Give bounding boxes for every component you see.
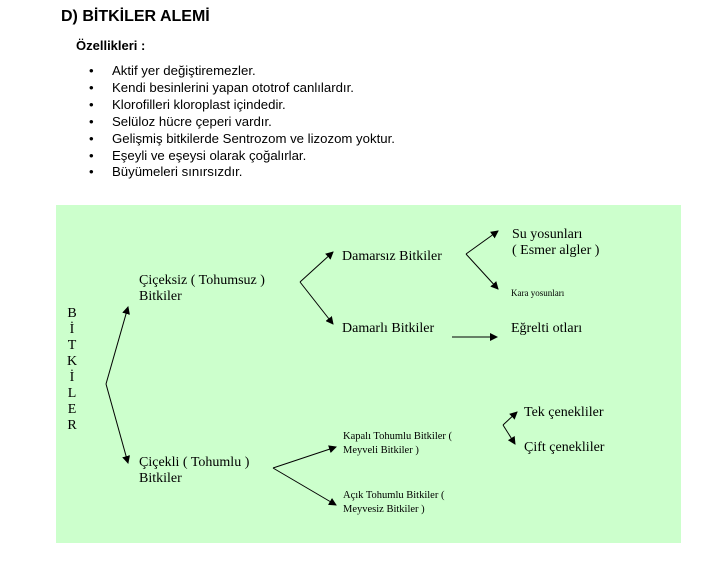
list-item: Klorofilleri kloroplast içindedir. xyxy=(87,97,395,114)
node-ciceksiz: Çiçeksiz ( Tohumsuz ) Bitkiler xyxy=(139,273,265,304)
arrow-root-cicekli xyxy=(105,383,130,464)
list-item: Gelişmiş bitkilerde Sentrozom ve lizozom… xyxy=(87,131,395,148)
list-item: Selüloz hücre çeperi vardır. xyxy=(87,114,395,131)
section-subtitle: Özellikleri : xyxy=(76,38,146,53)
node-su-yosunlari: Su yosunları ( Esmer algler ) xyxy=(512,227,600,258)
root-label-bitkiler: B İ T K İ L E R xyxy=(66,306,78,433)
classification-diagram: B İ T K İ L E R Çiçeksiz ( Tohumsuz ) Bi… xyxy=(56,205,681,543)
node-damarsiz: Damarsız Bitkiler xyxy=(342,249,442,264)
arrow-cicekli-acik xyxy=(272,467,337,506)
arrow-ciceksiz-damarli xyxy=(299,281,334,325)
arrow-kapali-cift xyxy=(502,424,516,445)
arrow-ciceksiz-damarsiz xyxy=(299,251,334,283)
node-tek-cenekliler: Tek çenekliler xyxy=(524,405,604,420)
node-cicekli: Çiçekli ( Tohumlu ) Bitkiler xyxy=(139,455,250,486)
node-cift-cenekliler: Çift çenekliler xyxy=(524,440,605,455)
list-item: Kendi besinlerini yapan ototrof canlılar… xyxy=(87,80,395,97)
list-item: Aktif yer değiştiremezler. xyxy=(87,63,395,80)
node-egrelti: Eğrelti otları xyxy=(511,321,583,336)
node-kapali-tohumlu: Kapalı Tohumlu Bitkiler ( Meyveli Bitkil… xyxy=(343,431,453,456)
arrow-damarsiz-kara xyxy=(465,253,499,290)
node-damarli: Damarlı Bitkiler xyxy=(342,321,435,336)
list-item: Büyümeleri sınırsızdır. xyxy=(87,164,395,181)
feature-list: Aktif yer değiştiremezler. Kendi besinle… xyxy=(87,63,395,181)
arrow-root-ciceksiz xyxy=(105,306,130,385)
arrow-cicekli-kapali xyxy=(272,445,337,469)
arrow-damarsiz-su xyxy=(465,230,499,255)
page-title: D) BİTKİLER ALEMİ xyxy=(61,8,210,25)
diagram-arrows xyxy=(105,230,518,506)
arrow-kapali-tek xyxy=(502,411,518,426)
node-acik-tohumlu: Açık Tohumlu Bitkiler ( Meyvesiz Bitkile… xyxy=(343,490,445,515)
node-kara-yosunlari: Kara yosunları xyxy=(511,288,565,298)
list-item: Eşeyli ve eşeysi olarak çoğalırlar. xyxy=(87,148,395,165)
